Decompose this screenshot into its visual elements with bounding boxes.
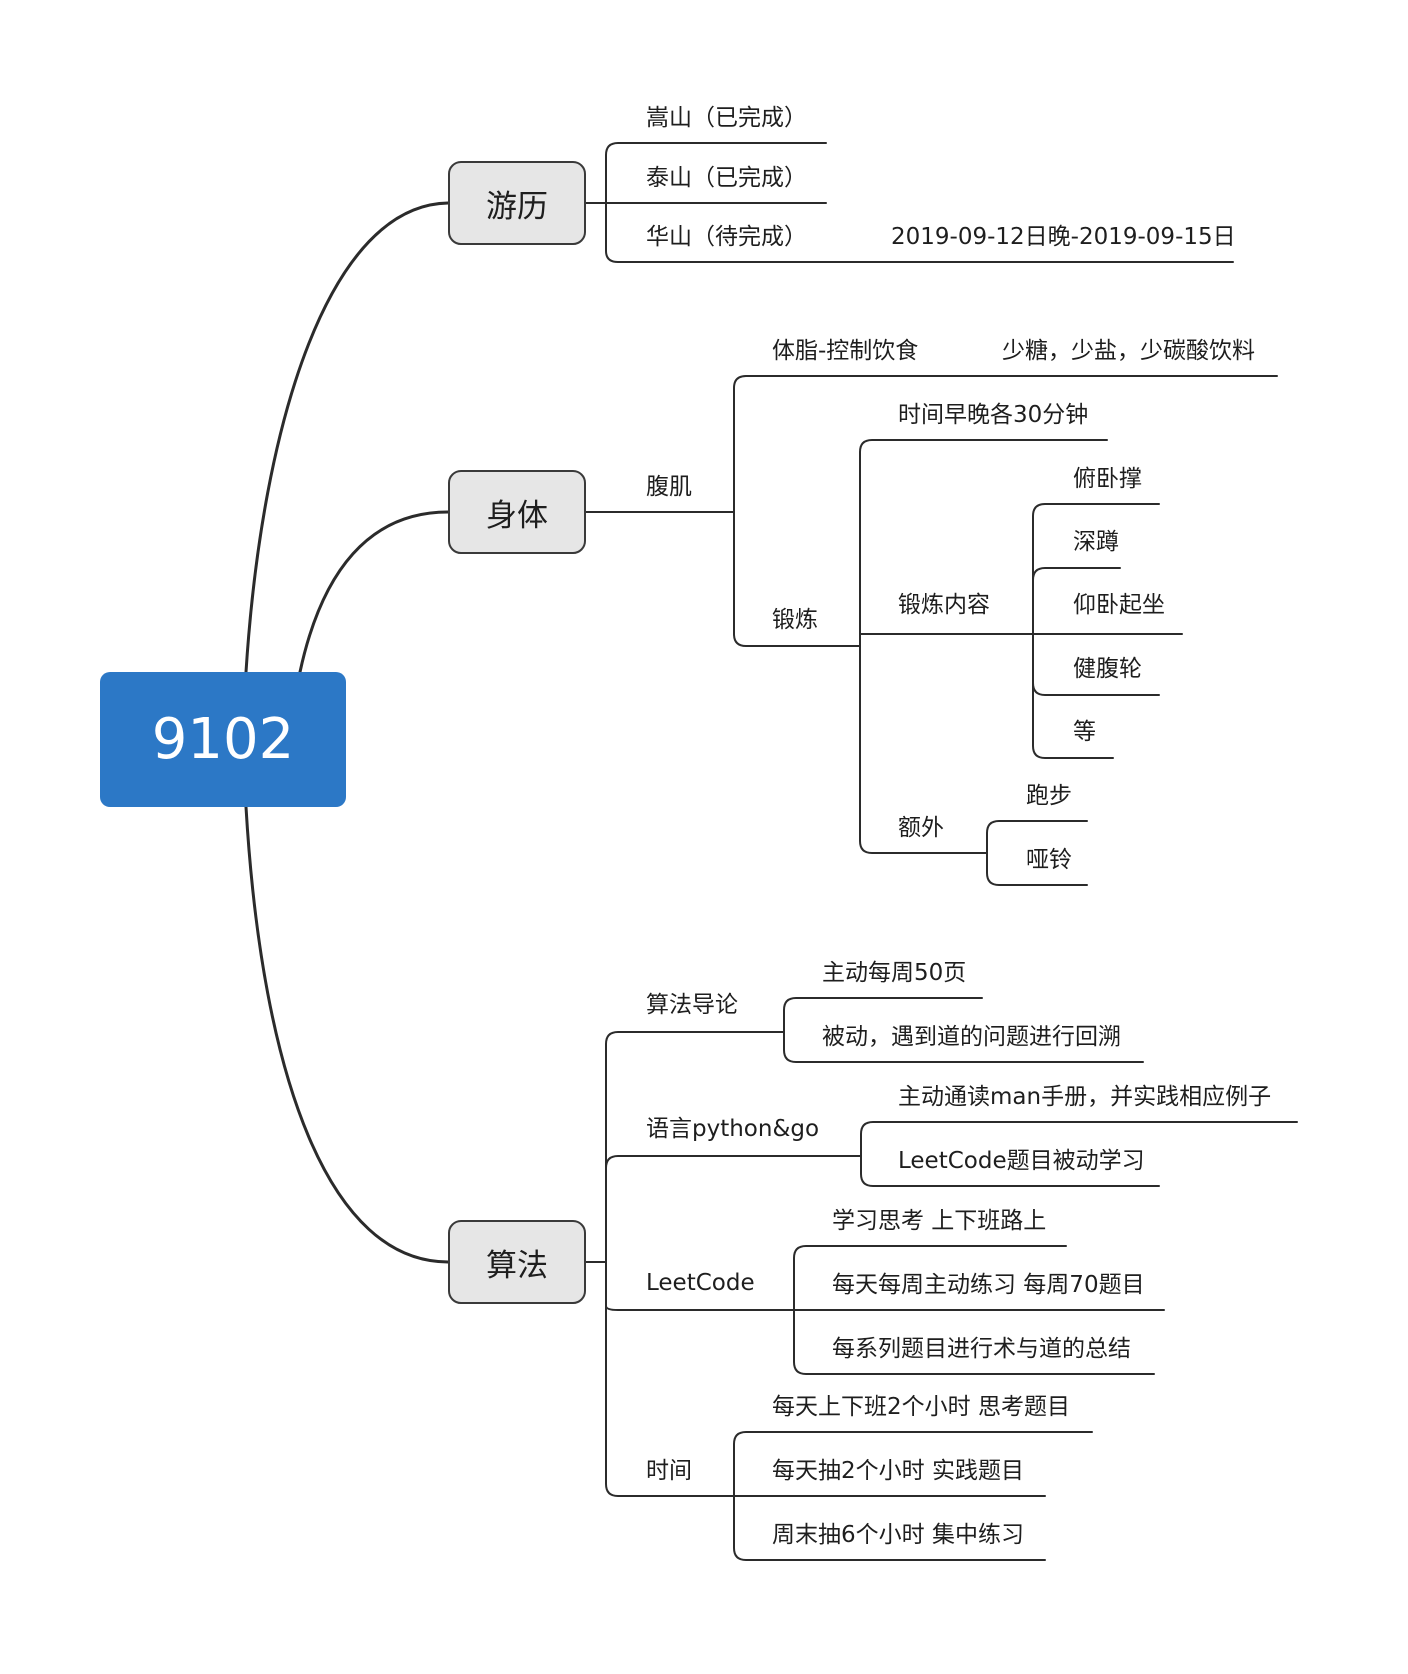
- topic-body[interactable]: 身体: [448, 470, 586, 554]
- leetcode-item-think[interactable]: 学习思考 上下班路上: [832, 1208, 1047, 1234]
- algo-intro-node[interactable]: 算法导论: [646, 992, 738, 1018]
- root-algo-branch: [244, 805, 450, 1264]
- travel-item-songshan[interactable]: 嵩山（已完成）: [646, 105, 807, 131]
- lang-item-man[interactable]: 主动通读man手册，并实践相应例子: [898, 1084, 1272, 1110]
- leetcode-item-summary[interactable]: 每系列题目进行术与道的总结: [832, 1336, 1131, 1362]
- content-etc-line: [1032, 633, 1114, 759]
- content-item-situp[interactable]: 仰卧起坐: [1073, 592, 1165, 618]
- intro-passive-line: [783, 1031, 1144, 1063]
- abs-diet-note[interactable]: 少糖，少盐，少碳酸饮料: [1002, 338, 1255, 364]
- topic-algorithms-label: 算法: [486, 1247, 548, 1284]
- exercise-content-node[interactable]: 锻炼内容: [898, 592, 990, 618]
- extra-dumbbell-line: [986, 852, 1088, 886]
- travel-songshan-line: [605, 142, 827, 204]
- root-travel-branch: [244, 201, 450, 674]
- intro-item-passive[interactable]: 被动，遇到道的问题进行回溯: [822, 1024, 1121, 1050]
- exercise-schedule-node[interactable]: 时间早晚各30分钟: [898, 402, 1089, 428]
- content-item-wheel[interactable]: 健腹轮: [1073, 656, 1142, 682]
- lang-man-line: [860, 1121, 1298, 1157]
- content-item-squat[interactable]: 深蹲: [1073, 529, 1119, 555]
- topic-travel[interactable]: 游历: [448, 161, 586, 245]
- time-weekend-line: [733, 1495, 1046, 1561]
- leetcode-item-practice[interactable]: 每天每周主动练习 每周70题目: [832, 1272, 1145, 1298]
- algo-lang-line: [605, 1155, 862, 1263]
- intro-active-line: [783, 997, 983, 1033]
- exercise-extra-line: [859, 633, 988, 854]
- exercise-extra-node[interactable]: 额外: [898, 815, 944, 841]
- algo-leetcode-node[interactable]: LeetCode: [646, 1270, 755, 1296]
- algo-time-node[interactable]: 时间: [646, 1458, 692, 1484]
- abs-exercise-node[interactable]: 锻炼: [772, 607, 818, 633]
- topic-algorithms[interactable]: 算法: [448, 1220, 586, 1304]
- abs-exercise-line: [733, 511, 861, 647]
- content-pushup-line: [1032, 503, 1160, 635]
- extra-item-dumbbell[interactable]: 哑铃: [1026, 847, 1072, 873]
- root-label: 9102: [151, 707, 295, 772]
- algo-intro-line: [605, 1031, 785, 1263]
- time-item-commute[interactable]: 每天上下班2个小时 思考题目: [772, 1394, 1070, 1420]
- lang-item-leetcode[interactable]: LeetCode题目被动学习: [898, 1148, 1145, 1174]
- algo-languages-node[interactable]: 语言python&go: [646, 1116, 820, 1142]
- algo-time-line: [605, 1261, 735, 1497]
- travel-huashan-note[interactable]: 2019-09-12日晚-2019-09-15日: [891, 224, 1236, 250]
- exercise-schedule-line: [859, 439, 1108, 635]
- body-abs-node[interactable]: 腹肌: [646, 474, 692, 500]
- extra-running-line: [986, 820, 1088, 854]
- time-item-weekend[interactable]: 周末抽6个小时 集中练习: [772, 1522, 1024, 1548]
- content-squat-line: [1032, 567, 1121, 635]
- time-item-daily[interactable]: 每天抽2个小时 实践题目: [772, 1458, 1024, 1484]
- travel-item-huashan[interactable]: 华山（待完成）: [646, 224, 807, 250]
- content-item-etc[interactable]: 等: [1073, 719, 1096, 745]
- travel-huashan-line: [605, 202, 1234, 263]
- lang-leetcode-line: [860, 1155, 1160, 1187]
- topic-body-label: 身体: [486, 497, 548, 534]
- intro-item-active[interactable]: 主动每周50页: [822, 960, 967, 986]
- root-body-branch: [298, 510, 450, 674]
- abs-diet-line: [733, 375, 1278, 513]
- travel-item-taishan[interactable]: 泰山（已完成）: [646, 165, 807, 191]
- root-node[interactable]: 9102: [100, 672, 346, 807]
- time-commute-line: [733, 1431, 1093, 1497]
- leetcode-summary-line: [793, 1309, 1155, 1375]
- topic-travel-label: 游历: [486, 188, 548, 225]
- content-item-pushup[interactable]: 俯卧撑: [1073, 466, 1142, 492]
- extra-item-running[interactable]: 跑步: [1026, 783, 1072, 809]
- leetcode-think-line: [793, 1245, 1067, 1311]
- abs-diet-node[interactable]: 体脂-控制饮食: [772, 338, 919, 364]
